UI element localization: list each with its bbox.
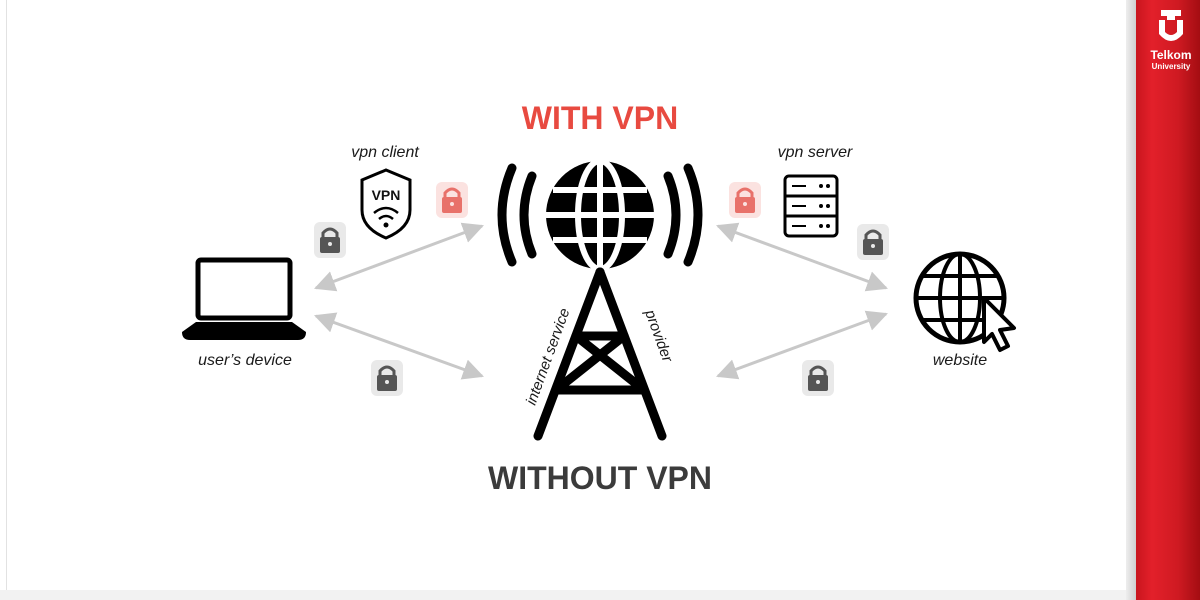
arrow-isp-to-website-plain <box>716 310 888 380</box>
lock-icon <box>314 222 346 258</box>
logo-subtitle: University <box>1151 62 1191 71</box>
arrow-device-to-isp-plain <box>314 312 484 380</box>
bottom-border <box>0 590 1130 600</box>
lock-icon <box>371 360 403 396</box>
tower-globe-icon <box>546 158 654 272</box>
isp-label-part2: provider <box>641 307 676 366</box>
laptop-icon <box>182 257 306 340</box>
website-label: website <box>932 352 988 369</box>
signal-waves-icon <box>497 163 703 267</box>
vpn-shield-icon: VPN <box>360 168 412 240</box>
arrow-isp-to-website-vpn <box>716 222 888 292</box>
brand-side-panel <box>1126 0 1200 600</box>
lock-icon <box>857 224 889 260</box>
telkom-logo: Telkom University <box>1145 4 1197 76</box>
lock-icon <box>436 182 468 218</box>
lock-icon <box>729 182 761 218</box>
logo-name: Telkom <box>1150 48 1192 62</box>
title-with-vpn: WITH VPN <box>521 100 679 136</box>
vpn-client-label: vpn client <box>351 144 419 161</box>
tower-mast-icon <box>533 267 667 441</box>
lock-icon <box>802 360 834 396</box>
user-device-label: user’s device <box>198 352 292 369</box>
vpn-server-label: vpn server <box>777 144 853 161</box>
left-border <box>6 0 7 600</box>
website-globe-cursor-icon <box>913 251 1016 352</box>
tower-icon: internet service provider <box>497 158 703 441</box>
title-without-vpn: WITHOUT VPN <box>488 460 712 496</box>
vpn-badge-text: VPN <box>372 187 401 203</box>
telkom-logo-mark-icon <box>1159 10 1183 41</box>
arrow-device-to-isp-vpn <box>314 222 484 292</box>
server-icon <box>783 174 839 238</box>
